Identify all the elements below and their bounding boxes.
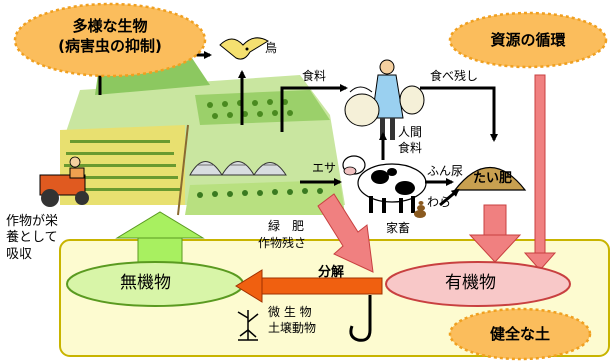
plant-roots-icon	[237, 310, 259, 341]
healthy-soil-title: 健全な土	[489, 325, 550, 343]
bubble-biodiversity	[13, 2, 207, 78]
bird-illustration	[219, 37, 269, 60]
label-bird: 鳥	[265, 41, 278, 55]
label-organic: 有機物	[445, 273, 496, 293]
cow-illustration	[342, 155, 427, 213]
label-livestock: 家畜	[386, 221, 411, 235]
label-manure: ふん尿	[427, 164, 464, 178]
label-compost: たい肥	[473, 171, 513, 186]
label-leftovers: 食べ残し	[430, 69, 479, 83]
red-arrow-compost	[468, 204, 522, 263]
label-crop-residue: 作物残さ	[258, 236, 307, 250]
label-straw: わら	[427, 195, 452, 209]
earthworm-illustration	[349, 295, 372, 342]
label-inorganic: 無機物	[120, 273, 171, 293]
biodiversity-line1: 多様な生物	[72, 17, 148, 35]
biodiversity-line2: (病害虫の抑制)	[58, 37, 162, 56]
compost-pile	[453, 166, 527, 191]
biodiversity-title: 多様な生物 (病害虫の抑制)	[45, 16, 175, 57]
red-arrow-green-manure	[317, 193, 374, 273]
label-crop-absorb-1: 作物が栄	[6, 214, 59, 229]
label-green-manure: 緑 肥	[268, 219, 305, 233]
label-crop-absorb-2: 養として	[6, 230, 58, 246]
label-soil-animals: 土壌動物	[268, 321, 317, 335]
organic-matter-ellipse	[385, 261, 571, 307]
bubble-resource-cycle	[448, 11, 608, 69]
resource-cycle-title: 資源の循環	[490, 31, 566, 49]
red-arrow-resource-cycle	[523, 74, 557, 271]
label-decomposition: 分解	[318, 265, 345, 280]
label-feed: エサ	[312, 161, 337, 175]
bubble-healthy-soil	[448, 307, 592, 361]
orange-arrow-decomposition	[235, 269, 383, 303]
label-microbes: 微 生 物	[268, 305, 312, 319]
human-illustration	[344, 59, 425, 140]
tractor-illustration	[39, 156, 89, 207]
label-crop-absorb-3: 吸収	[6, 246, 33, 262]
manure-droppings-illustration	[414, 201, 426, 218]
label-human: 人間	[398, 125, 423, 139]
label-crop-absorb: 作物が栄 養として 吸収	[6, 214, 58, 263]
label-food-mid: 食料	[398, 141, 423, 155]
label-food-top: 食料	[302, 69, 327, 83]
